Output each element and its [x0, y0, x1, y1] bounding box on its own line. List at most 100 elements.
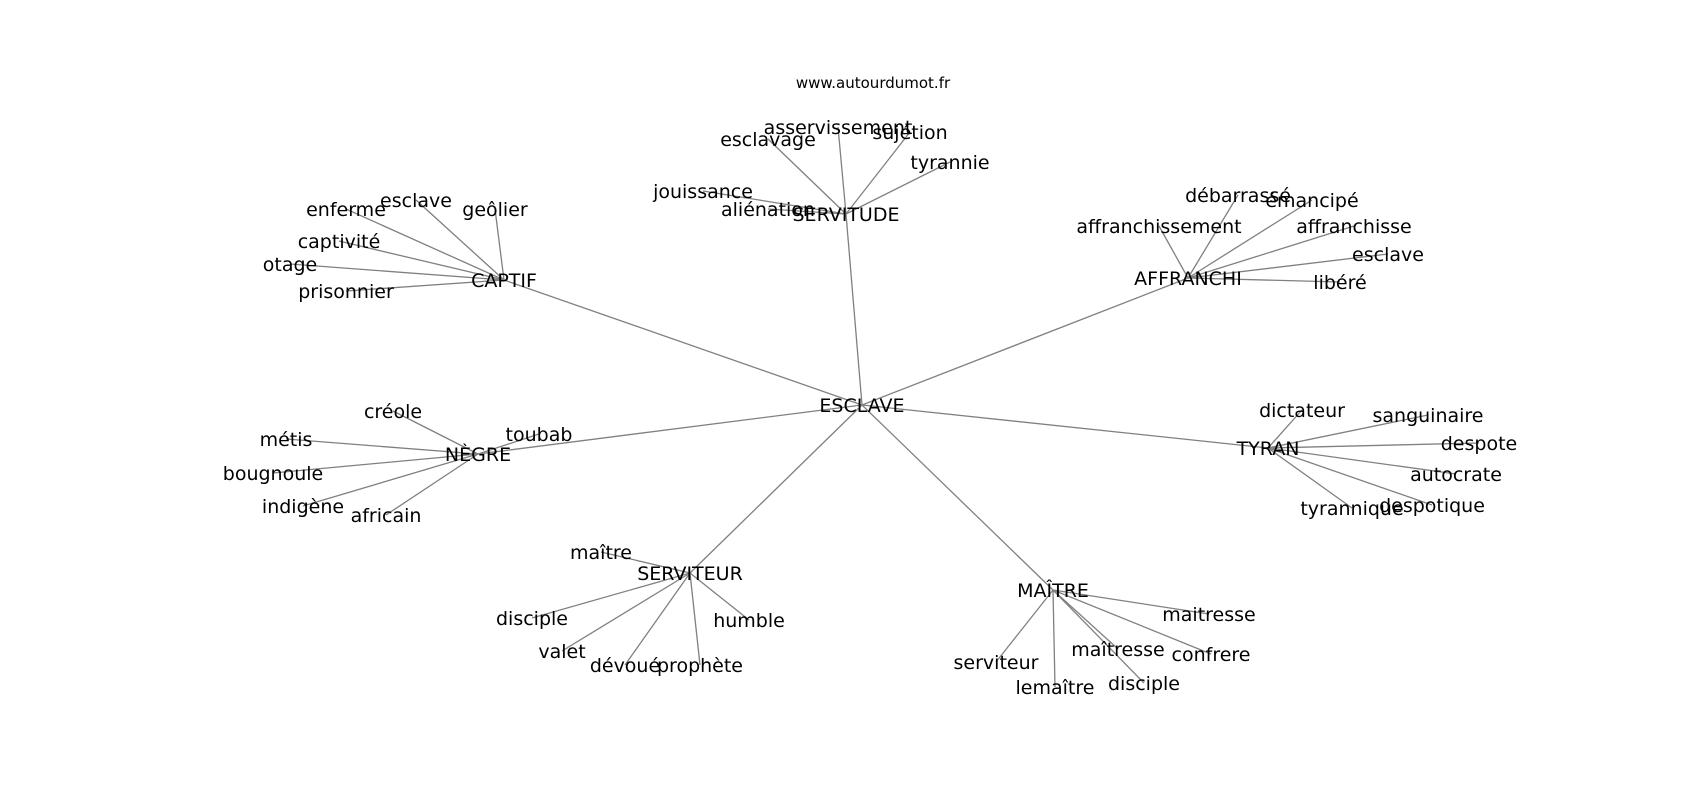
hub-node-label: SERVITUDE: [793, 204, 900, 226]
word-node-label: émancipé: [1265, 190, 1358, 212]
edge-hub-3-word-1: [477, 433, 540, 455]
site-label: www.autourdumot.fr: [796, 74, 951, 92]
word-node-label: otage: [263, 254, 317, 276]
center-node-label: ESCLAVE: [819, 395, 904, 417]
edge-hub-4-word-4: [1267, 447, 1353, 509]
edge-hub-4-word-3: [1267, 447, 1457, 475]
edge-hub-5-word-1: [531, 572, 691, 619]
edge-hub-6-word-1: [1052, 589, 1119, 650]
edge-hub-3-word-4: [302, 453, 479, 507]
edge-hub-5-word-3: [561, 572, 691, 652]
edge-hub-0-word-2: [845, 131, 911, 215]
word-node-label: disciple: [496, 608, 568, 630]
edge-center-to-3: [477, 404, 863, 455]
word-node-label: jouissance: [652, 181, 753, 203]
word-node-label: confrere: [1172, 644, 1251, 666]
word-node-label: dictateur: [1259, 400, 1345, 422]
word-node-label: aliénation: [721, 199, 815, 221]
edge-hub-1-word-1: [415, 199, 505, 281]
edge-hub-5-word-2: [689, 572, 750, 621]
edge-hub-4-word-1: [1267, 414, 1429, 449]
edge-hub-2-word-5: [1187, 277, 1341, 283]
word-node-label: enferme: [306, 199, 386, 221]
word-node-label: africain: [351, 505, 422, 527]
word-node-label: prophète: [657, 655, 743, 677]
edge-hub-0-word-0: [837, 126, 847, 215]
edge-hub-5-word-5: [689, 572, 701, 666]
graph-labels: www.autourdumot.fr ESCLAVE asservissemen…: [223, 74, 1517, 699]
edge-hub-2-word-0: [1187, 194, 1239, 279]
edge-hub-3-word-0: [392, 410, 479, 455]
edge-hub-4-word-5: [1267, 447, 1433, 506]
edge-hub-1-word-5: [345, 279, 505, 292]
edge-center-to-0: [845, 213, 863, 406]
graph-edges: [272, 126, 1480, 688]
edge-hub-5-word-0: [600, 551, 691, 574]
word-node-label: tyrannique: [1300, 498, 1403, 520]
edge-center-to-6: [861, 404, 1054, 591]
word-node-label: lemaître: [1016, 677, 1095, 699]
edge-hub-3-word-5: [385, 453, 479, 516]
edge-hub-0-word-5: [767, 208, 847, 215]
edge-hub-5-word-4: [624, 572, 691, 666]
hub-node-label: SERVITEUR: [637, 563, 743, 585]
word-node-label: dévoué: [590, 655, 660, 677]
hub-node-label: CAPTIF: [471, 270, 537, 292]
word-node-label: toubab: [506, 424, 573, 446]
edge-hub-2-word-2: [1158, 225, 1189, 279]
edge-center-to-1: [503, 279, 863, 406]
edge-center-to-4: [861, 404, 1269, 449]
word-node-label: maîtresse: [1071, 639, 1164, 661]
word-node-label: despotique: [1379, 495, 1485, 517]
word-node-label: bougnoule: [223, 463, 323, 485]
edge-hub-4-word-0: [1267, 409, 1303, 449]
word-node-label: maître: [570, 542, 632, 564]
word-node-label: despote: [1441, 433, 1517, 455]
edge-hub-6-word-5: [1052, 589, 1056, 688]
edge-hub-1-word-3: [338, 240, 505, 281]
edge-hub-6-word-0: [1052, 589, 1210, 615]
word-node-label: sujétion: [872, 122, 947, 144]
word-node-label: créole: [364, 401, 422, 423]
edge-hub-4-word-2: [1267, 442, 1480, 449]
word-node-label: esclavage: [720, 129, 816, 151]
word-node-label: valet: [538, 641, 585, 663]
edge-hub-0-word-4: [702, 190, 847, 215]
edge-hub-0-word-1: [767, 138, 847, 215]
hub-node-label: AFFRANCHI: [1134, 268, 1242, 290]
word-node-label: débarrassé: [1185, 185, 1291, 207]
word-node-label: captivité: [298, 231, 381, 253]
edge-hub-1-word-4: [289, 263, 505, 281]
edge-hub-6-word-4: [1052, 589, 1145, 684]
word-node-label: geôlier: [462, 199, 528, 221]
edge-hub-2-word-3: [1187, 225, 1355, 279]
hub-node-label: NÈGRE: [445, 443, 511, 466]
edge-hub-0-word-3: [845, 161, 951, 215]
word-node-label: indigène: [262, 496, 344, 518]
edge-hub-1-word-0: [345, 208, 505, 281]
hub-node-label: MAÎTRE: [1017, 579, 1089, 602]
edge-hub-1-word-2: [494, 208, 505, 281]
word-node-label: humble: [713, 610, 785, 632]
edge-hub-2-word-1: [1187, 199, 1313, 279]
word-node-label: esclave: [1352, 244, 1424, 266]
word-node-label: disciple: [1108, 673, 1180, 695]
edge-hub-3-word-2: [285, 438, 479, 455]
word-node-label: autocrate: [1410, 464, 1502, 486]
word-node-label: libéré: [1313, 272, 1366, 294]
word-node-label: asservissement: [764, 117, 913, 139]
word-node-label: affranchisse: [1296, 216, 1411, 238]
word-node-label: serviteur: [954, 652, 1039, 674]
word-node-label: affranchissement: [1076, 216, 1241, 238]
edge-hub-6-word-2: [1052, 589, 1212, 655]
word-node-label: métis: [260, 429, 313, 451]
edge-center-to-5: [689, 404, 863, 574]
edge-hub-3-word-3: [272, 453, 479, 474]
word-node-label: esclave: [380, 190, 452, 212]
word-node-label: prisonnier: [298, 281, 394, 303]
edge-hub-6-word-3: [995, 589, 1054, 663]
hub-node-label: TYRAN: [1236, 438, 1300, 460]
edge-center-to-2: [861, 277, 1189, 406]
word-node-label: sanguinaire: [1372, 405, 1483, 427]
